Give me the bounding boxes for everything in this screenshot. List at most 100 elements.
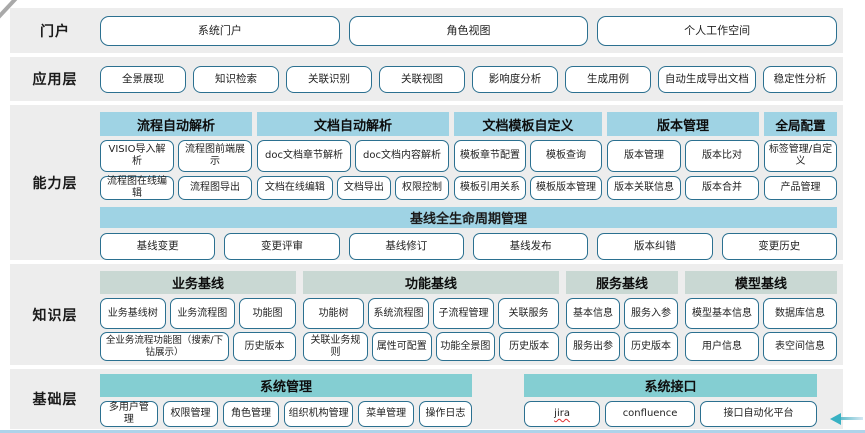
layer-foundation: 基础层 系统管理 多用户管理 权限管理 角色管理 组织机构管理 菜单管理 操作日… (10, 369, 843, 429)
capability-box: 产品管理 (764, 176, 837, 200)
app-box: 知识检索 (193, 65, 279, 93)
group-doc-template-custom: 文档模板自定义 模板章节配置 模板查询 模板引用关系 模板版本管理 (454, 112, 602, 200)
capability-box: 版本管理 (607, 140, 681, 172)
baseline-box: 基线变更 (100, 233, 216, 260)
foundation-groups: 系统管理 多用户管理 权限管理 角色管理 组织机构管理 菜单管理 操作日志 系统… (100, 374, 837, 427)
foundation-box: 权限管理 (162, 401, 219, 427)
foundation-content: 系统管理 多用户管理 权限管理 角色管理 组织机构管理 菜单管理 操作日志 系统… (100, 369, 843, 429)
group-system-management: 系统管理 多用户管理 权限管理 角色管理 组织机构管理 菜单管理 操作日志 (100, 374, 472, 427)
layer-knowledge: 知识层 业务基线 业务基线树 业务流程图 功能图 全业务流程功能图（搜索/下钻展… (10, 264, 843, 365)
app-box: 全景展现 (100, 65, 186, 93)
group-doc-auto-parse: 文档自动解析 doc文档章节解析 doc文档内容解析 文档在线编辑 文档导出 权… (257, 112, 450, 200)
capability-groups: 流程自动解析 VISIO导入解析 流程图前端展示 流程图在线编辑 流程图导出 文… (100, 112, 837, 200)
knowledge-box: 关联业务规则 (303, 332, 368, 361)
capability-box: VISIO导入解析 (100, 140, 174, 172)
group-function-baseline: 功能基线 功能树 系统流程图 子流程管理 关联服务 关联业务规则 属性可配置 功… (303, 271, 559, 361)
knowledge-box: 历史版本 (624, 332, 678, 361)
baseline-box: 变更历史 (721, 233, 837, 260)
knowledge-box: 业务流程图 (169, 298, 236, 329)
capability-box: 模板引用关系 (454, 176, 526, 200)
foundation-box-jira: jira (524, 401, 601, 427)
knowledge-box: 功能图 (239, 298, 296, 329)
knowledge-box: 基本信息 (566, 298, 620, 329)
knowledge-box: 历史版本 (233, 332, 296, 361)
capability-box: doc文档内容解析 (355, 140, 449, 172)
knowledge-box: 模型基本信息 (685, 298, 759, 329)
foundation-box: 操作日志 (418, 401, 472, 427)
foundation-box: 多用户管理 (100, 401, 158, 427)
capability-box: 版本关联信息 (607, 176, 681, 200)
group-header: 业务基线 (100, 271, 296, 294)
knowledge-content: 业务基线 业务基线树 业务流程图 功能图 全业务流程功能图（搜索/下钻展示） 历… (100, 264, 843, 365)
group-system-interface: 系统接口 jira confluence 接口自动化平台 (524, 374, 817, 427)
baseline-box: 基线发布 (472, 233, 589, 260)
app-box: 稳定性分析 (762, 65, 837, 93)
capability-box: 权限控制 (394, 176, 450, 200)
group-header: 文档自动解析 (257, 112, 449, 136)
layer-label-application: 应用层 (32, 72, 78, 88)
capability-box: 版本比对 (685, 140, 759, 172)
knowledge-box: 功能树 (303, 298, 364, 329)
portal-box-system-portal: 系统门户 (100, 15, 340, 46)
app-box: 关联识别 (286, 65, 372, 93)
group-header: 文档模板自定义 (454, 112, 602, 136)
capability-box: 模板查询 (530, 140, 602, 172)
knowledge-box: 数据库信息 (763, 298, 837, 329)
knowledge-box: 服务入参 (624, 298, 678, 329)
knowledge-box: 全业务流程功能图（搜索/下钻展示） (100, 332, 229, 361)
capability-box: 模板版本管理 (530, 176, 602, 200)
portal-content: 系统门户 角色视图 个人工作空间 (100, 8, 843, 53)
knowledge-box: 关联服务 (498, 298, 559, 329)
layer-capability: 能力层 流程自动解析 VISIO导入解析 流程图前端展示 流程图在线编辑 流程图… (10, 105, 843, 260)
group-process-auto-parse: 流程自动解析 VISIO导入解析 流程图前端展示 流程图在线编辑 流程图导出 (100, 112, 252, 200)
layer-label-portal: 门户 (40, 23, 70, 40)
capability-box: 模板章节配置 (454, 140, 526, 172)
layer-application: 应用层 全景展现 知识检索 关联识别 关联视图 影响度分析 生成用例 自动生成导… (10, 57, 843, 101)
knowledge-box: 属性可配置 (371, 332, 432, 361)
left-arrow-icon (830, 413, 841, 425)
group-header: 模型基线 (685, 271, 837, 294)
knowledge-box: 表空间信息 (763, 332, 837, 361)
capability-box: doc文档章节解析 (257, 140, 351, 172)
group-global-config: 全局配置 标签管理/自定义 产品管理 (764, 112, 837, 200)
group-header: 服务基线 (566, 271, 678, 294)
knowledge-box: 子流程管理 (433, 298, 494, 329)
capability-box: 流程图导出 (178, 176, 252, 200)
group-header: 流程自动解析 (100, 112, 252, 136)
group-header: 功能基线 (303, 271, 559, 294)
portal-box-role-view: 角色视图 (348, 15, 589, 46)
foundation-box-confluence: confluence (605, 401, 695, 427)
foundation-box: 组织机构管理 (283, 401, 354, 427)
baseline-lifecycle-header: 基线全生命周期管理 (100, 207, 837, 228)
capability-box: 流程图在线编辑 (100, 176, 174, 200)
app-box: 自动生成导出文档 (658, 65, 756, 93)
layer-label-capability: 能力层 (32, 175, 78, 192)
baseline-buttons: 基线变更 变更评审 基线修订 基线发布 版本纠错 变更历史 (100, 233, 837, 260)
app-box: 生成用例 (565, 65, 651, 93)
layer-label-foundation: 基础层 (32, 392, 78, 408)
group-header: 版本管理 (607, 112, 759, 136)
group-service-baseline: 服务基线 基本信息 服务入参 服务出参 历史版本 (566, 271, 678, 361)
group-header: 系统管理 (100, 374, 472, 397)
capability-box: 文档在线编辑 (257, 176, 333, 200)
capability-box: 版本合并 (685, 176, 759, 200)
layer-portal: 门户 系统门户 角色视图 个人工作空间 (10, 8, 843, 53)
foundation-box: 菜单管理 (358, 401, 414, 427)
knowledge-box: 用户信息 (685, 332, 759, 361)
group-version-management: 版本管理 版本管理 版本比对 版本关联信息 版本合并 (607, 112, 759, 200)
application-content: 全景展现 知识检索 关联识别 关联视图 影响度分析 生成用例 自动生成导出文档 … (100, 57, 843, 101)
left-arrow-tail (839, 417, 863, 420)
app-box: 关联视图 (379, 65, 465, 93)
capability-box: 标签管理/自定义 (764, 140, 837, 172)
knowledge-box: 服务出参 (566, 332, 620, 361)
knowledge-box: 历史版本 (499, 332, 559, 361)
foundation-box: 角色管理 (223, 401, 279, 427)
group-header: 系统接口 (524, 374, 817, 397)
layer-label-knowledge: 知识层 (32, 307, 78, 324)
group-model-baseline: 模型基线 模型基本信息 数据库信息 用户信息 表空间信息 (685, 271, 837, 361)
capability-content: 流程自动解析 VISIO导入解析 流程图前端展示 流程图在线编辑 流程图导出 文… (100, 105, 843, 260)
app-box: 影响度分析 (472, 65, 558, 93)
capability-box: 流程图前端展示 (178, 140, 252, 172)
portal-box-personal-workspace: 个人工作空间 (597, 15, 838, 46)
jira-label: jira (554, 408, 570, 419)
